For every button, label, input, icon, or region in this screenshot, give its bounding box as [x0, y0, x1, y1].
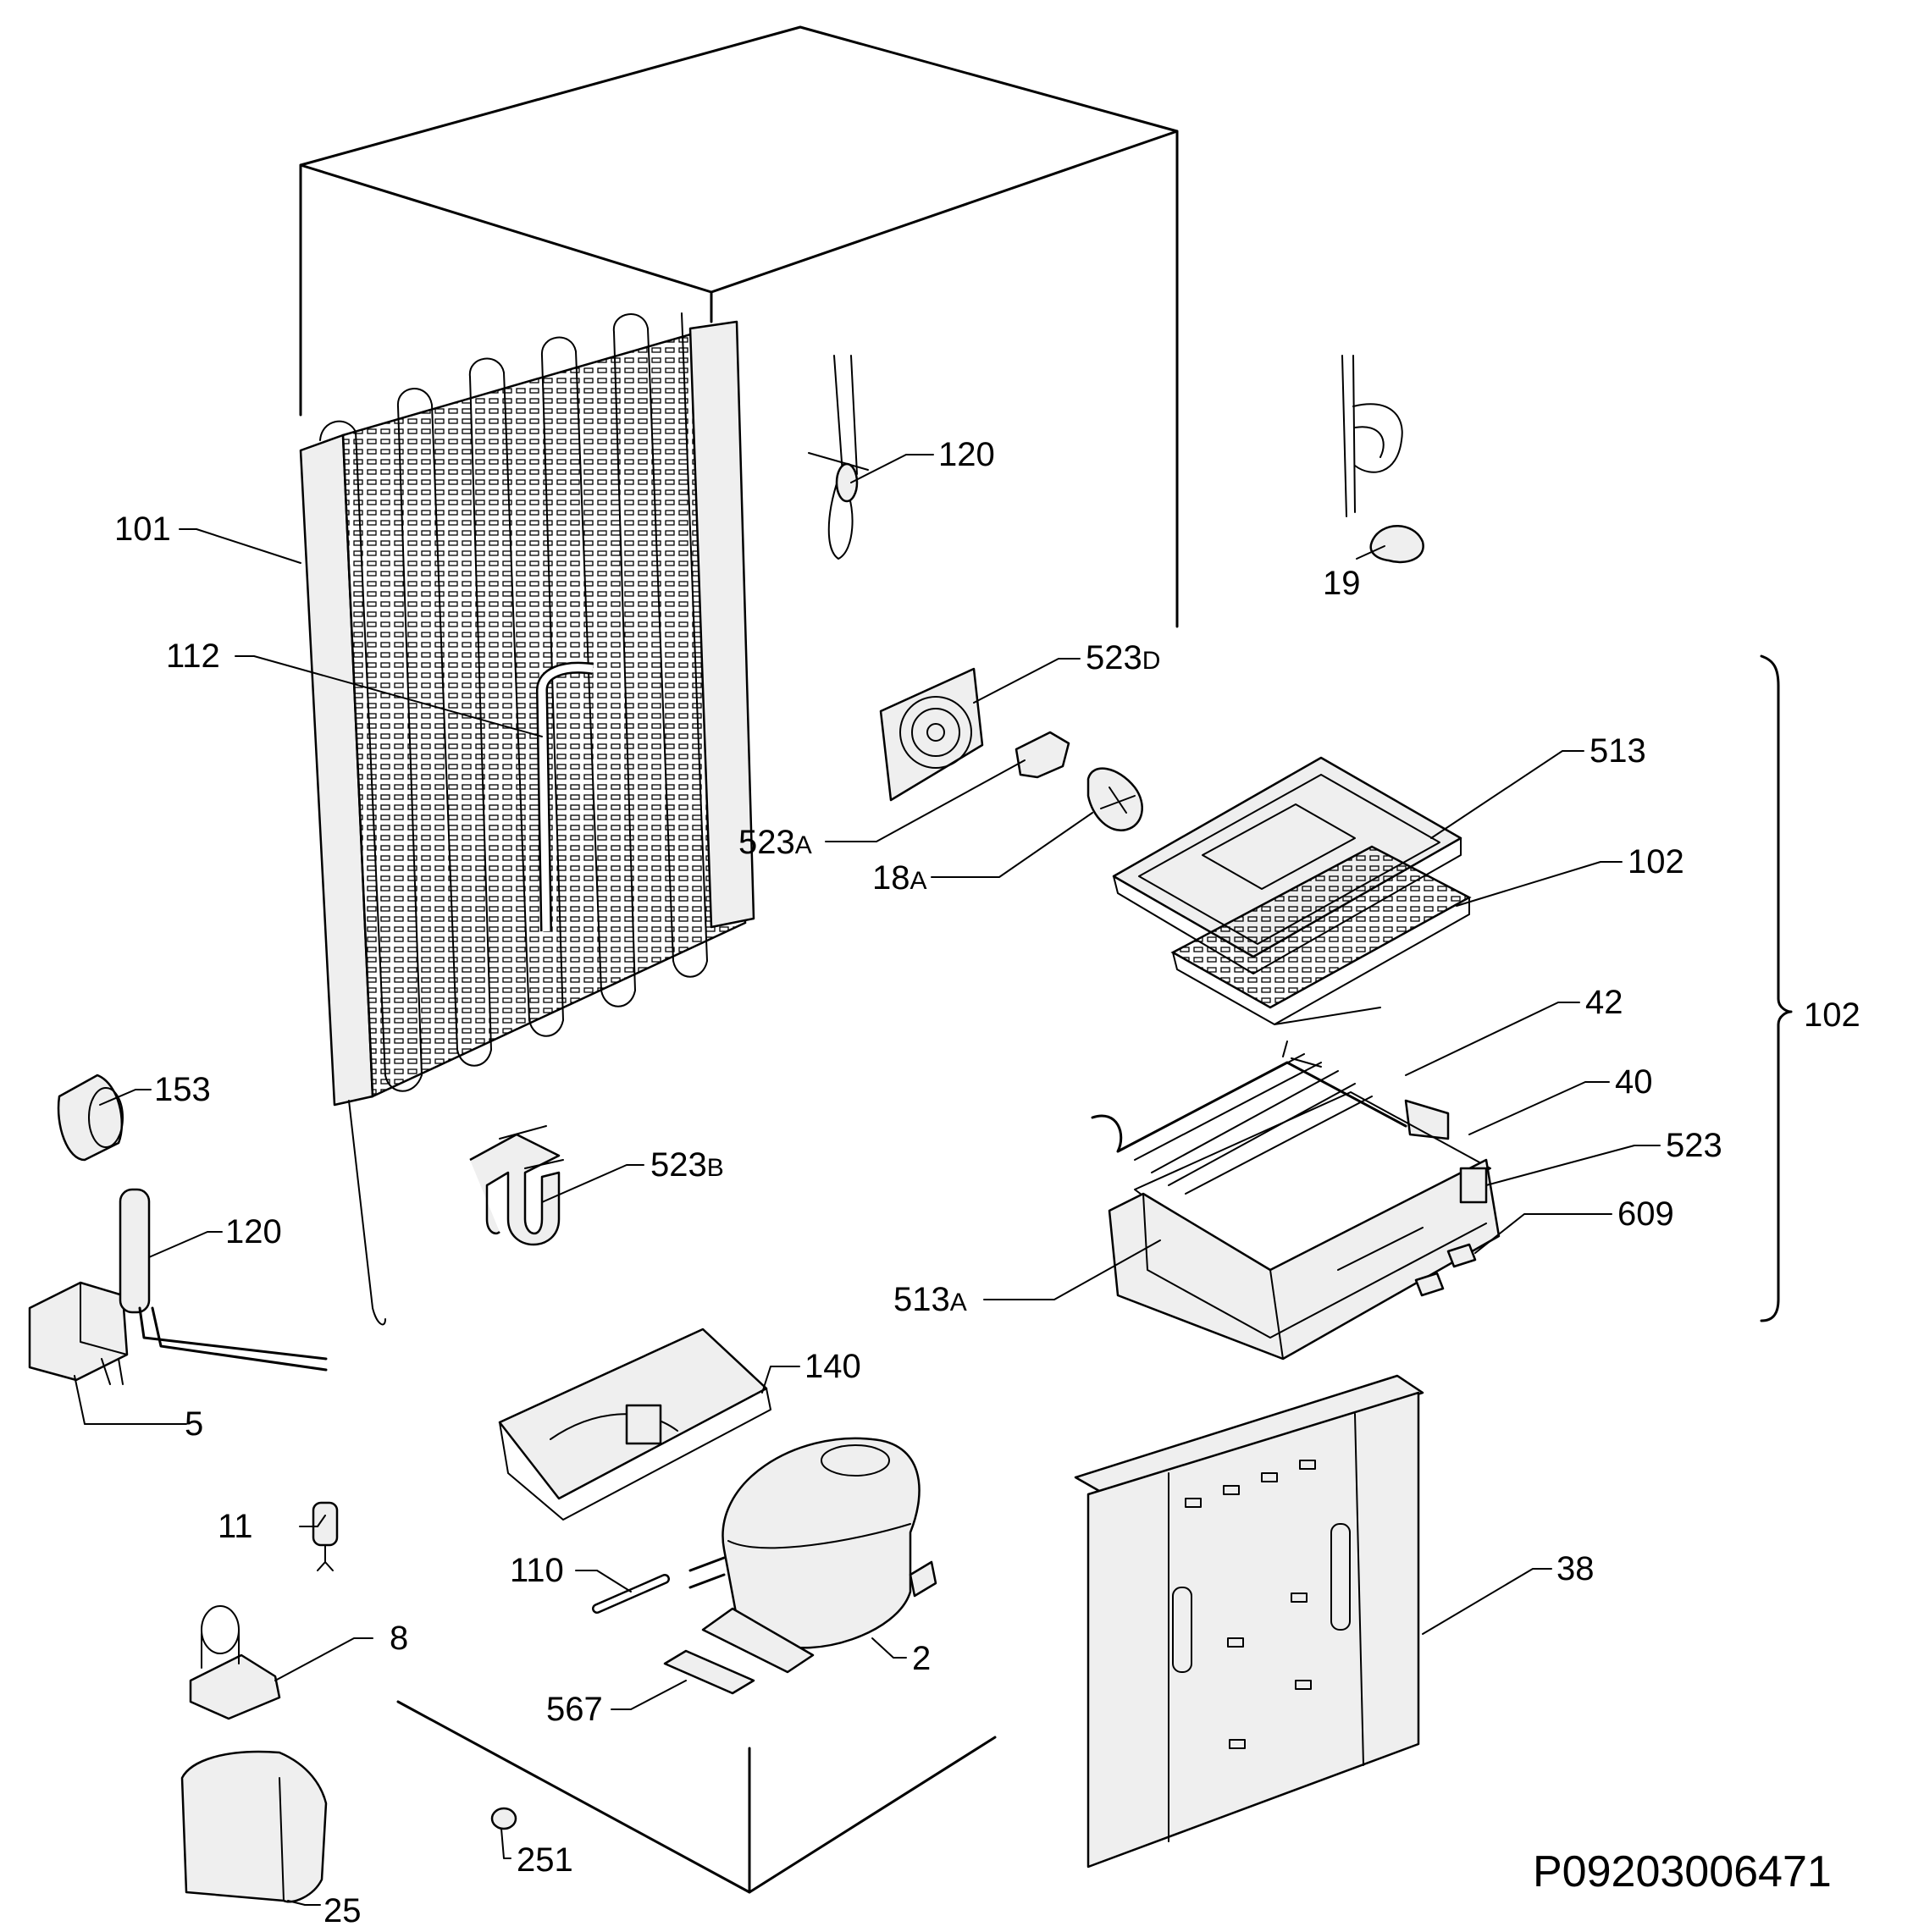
- foot-251: [490, 1807, 517, 1830]
- callout-567: 567: [546, 1691, 603, 1728]
- anchors-523b: [469, 1125, 564, 1246]
- callout-523d-number: 523: [1086, 639, 1142, 676]
- lamp-holder-153: [57, 1074, 124, 1162]
- callout-40: 40: [1615, 1063, 1653, 1101]
- callout-523a-number: 523: [738, 824, 795, 861]
- condenser-tubes: [319, 312, 708, 1092]
- callout-8: 8: [390, 1620, 408, 1657]
- thermostat-11: [312, 1501, 339, 1571]
- callout-102-part: 102: [1628, 843, 1684, 880]
- rubber-pad-567: [663, 1649, 755, 1695]
- clamp-8: [189, 1605, 281, 1720]
- cabinet-outline: [299, 25, 1179, 1894]
- callout-102-group: 102: [1804, 996, 1860, 1034]
- drawing-code: P09203006471: [1533, 1847, 1832, 1896]
- defrost-heater-19: [1341, 355, 1424, 564]
- evaporator-102: [1170, 845, 1472, 1025]
- callout-19: 19: [1323, 565, 1361, 602]
- back-panel-38: [1074, 1374, 1424, 1869]
- solenoid-valve-5: [28, 1188, 328, 1385]
- callout-120-bottom: 120: [225, 1213, 282, 1250]
- callout-609: 609: [1617, 1195, 1674, 1233]
- callout-18a-suffix: A: [910, 867, 927, 895]
- callout-2: 2: [912, 1640, 931, 1677]
- callout-523d-suffix: D: [1142, 647, 1161, 675]
- compressor-2: [688, 1437, 937, 1674]
- callout-5: 5: [185, 1405, 203, 1443]
- fan-18a: [1086, 767, 1143, 832]
- callout-523: 523: [1666, 1127, 1722, 1164]
- callout-38: 38: [1556, 1550, 1595, 1587]
- cover-box-25: [180, 1750, 328, 1903]
- callout-251: 251: [517, 1841, 573, 1879]
- fan-bracket-523d: [879, 667, 984, 802]
- callout-18a: 18A: [872, 859, 927, 897]
- callout-513: 513: [1590, 732, 1646, 770]
- callout-523a: 523A: [738, 824, 812, 861]
- callout-110: 110: [510, 1552, 564, 1589]
- panel-slots: [1185, 1460, 1316, 1749]
- callout-11: 11: [218, 1508, 253, 1545]
- callout-labels: 101 112 120 19 523D 523A 18A 513 102 102…: [114, 436, 1860, 1929]
- heater-element-42: [1091, 1041, 1450, 1195]
- callout-101: 101: [114, 511, 171, 548]
- callout-523d: 523D: [1086, 639, 1160, 676]
- tube-110: [592, 1574, 670, 1614]
- clips-609: [1414, 1243, 1477, 1297]
- callout-523b-suffix: B: [707, 1154, 724, 1182]
- callout-42: 42: [1585, 984, 1623, 1021]
- callout-513a: 513A: [893, 1281, 967, 1318]
- callout-25: 25: [323, 1892, 362, 1929]
- callout-120-top: 120: [938, 436, 995, 473]
- callout-513a-suffix: A: [950, 1289, 967, 1317]
- callout-523b: 523B: [650, 1146, 724, 1184]
- compressor-base-tray-140: [498, 1328, 771, 1521]
- callout-513a-number: 513: [893, 1281, 950, 1318]
- callout-112: 112: [166, 638, 220, 675]
- callout-18a-number: 18: [872, 859, 910, 897]
- callout-140: 140: [804, 1348, 861, 1385]
- callout-153: 153: [154, 1071, 211, 1108]
- callout-523a-suffix: A: [795, 831, 812, 859]
- capillary-tube-120-top: [808, 355, 869, 560]
- clip-523a: [1015, 731, 1070, 779]
- leader-lines: [74, 454, 1661, 1906]
- callout-523b-number: 523: [650, 1146, 707, 1184]
- assembly-bracket-102: [1760, 654, 1793, 1322]
- drier-112: [535, 661, 594, 932]
- drip-tray-513a: [1108, 1158, 1501, 1361]
